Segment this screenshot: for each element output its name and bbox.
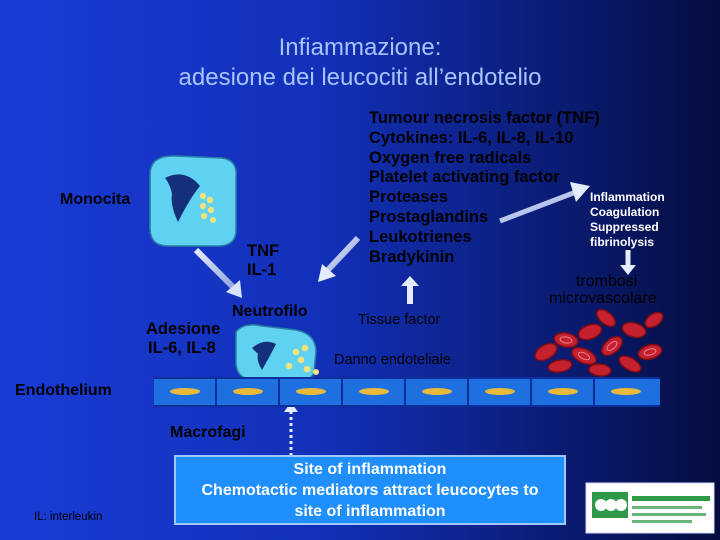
thrombosis-label-1: trombosi	[576, 273, 638, 290]
monocyte-cell	[149, 155, 237, 247]
endothelium-layer	[154, 377, 660, 407]
released-granules	[285, 344, 319, 375]
nucleus	[170, 388, 200, 395]
mediator-list: Tumour necrosis factor (TNF) Cytokines: …	[369, 109, 600, 267]
mediator-arrow	[318, 235, 361, 282]
monocyte-arrow	[193, 247, 242, 298]
effects-arrow	[499, 182, 590, 224]
nucleus	[233, 388, 263, 395]
endothelial-cell	[406, 379, 469, 405]
endothelial-damage-label: Danno endoteliale	[334, 352, 451, 368]
inflammation-box-line-2: Chemotactic mediators attract leucocytes…	[201, 482, 539, 499]
tissue-factor-label: Tissue factor	[358, 312, 441, 328]
endothelial-cell	[595, 379, 660, 405]
endothelial-cell	[469, 379, 532, 405]
nucleus	[548, 388, 578, 395]
nucleus	[422, 388, 452, 395]
thrombosis-label-2: microvascolare	[549, 290, 657, 307]
mediator-item: Tumour necrosis factor (TNF)	[369, 109, 600, 127]
mediator-item: Proteases	[369, 188, 448, 207]
adhesion-label: Adesione	[146, 320, 221, 338]
nucleus	[485, 388, 515, 395]
effect-item: Coagulation	[590, 205, 660, 219]
rbc-highlights	[559, 336, 657, 361]
mediator-item: Prostaglandins	[369, 207, 489, 226]
monocyte-label: Monocita	[60, 191, 131, 208]
title-line-2: adesione dei leucociti all’endotelio	[178, 64, 542, 91]
mediator-item: Bradykinin	[369, 247, 455, 266]
endothelial-cell	[532, 379, 595, 405]
il1-label: IL-1	[247, 261, 277, 279]
title-line-1: Infiammazione:	[278, 34, 442, 61]
endothelial-cell	[154, 379, 217, 405]
mediator-item: Oxygen free radicals	[369, 148, 532, 167]
neutrophil-label: Neutrofilo	[232, 303, 308, 320]
thrombosis-arrow	[620, 250, 636, 275]
mediator-item: Leukotrienes	[369, 227, 472, 246]
interleukin-footnote: IL: interleukin	[34, 511, 103, 523]
inflammation-box-line-3: site of inflammation	[294, 503, 446, 520]
inflammation-site-box: Site of inflammation Chemotactic mediato…	[174, 455, 566, 525]
effect-item: Inflammation	[590, 190, 665, 204]
red-blood-cells	[534, 308, 664, 377]
mediator-item: Cytokines: IL-6, IL-8, IL-10	[369, 128, 574, 147]
endothelial-cell	[217, 379, 280, 405]
effect-item: Suppressed	[590, 220, 659, 234]
organization-logo	[585, 482, 715, 534]
macrophage-label: Macrofagi	[170, 424, 246, 441]
tissue-factor-arrow	[401, 276, 419, 304]
tnf-label: TNF	[247, 242, 280, 260]
inflammation-box-line-1: Site of inflammation	[293, 461, 447, 478]
effect-item: fibrinolysis	[590, 235, 655, 249]
nucleus	[611, 388, 641, 395]
neutrophil-cell	[235, 324, 317, 381]
nucleus	[359, 388, 389, 395]
endothelium-label: Endothelium	[15, 382, 112, 399]
adhesion-cytokines-label: IL-6, IL-8	[148, 339, 216, 357]
endothelial-cell	[280, 379, 343, 405]
chemotaxis-arrow	[284, 402, 298, 462]
nucleus	[296, 388, 326, 395]
mediator-item: Platelet activating factor	[369, 168, 560, 187]
endothelial-cell	[343, 379, 406, 405]
effects-list: Inflammation Coagulation Suppressed fibr…	[590, 190, 665, 250]
